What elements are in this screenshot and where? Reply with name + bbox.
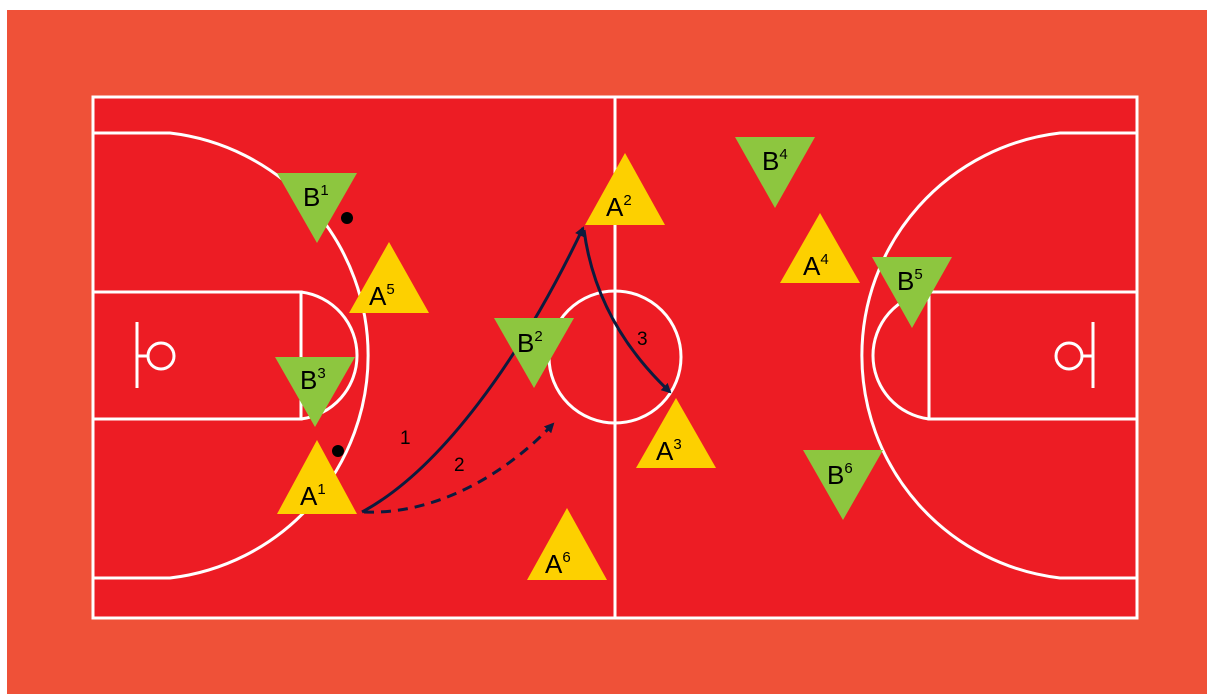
svg-text:A6: A6 [545, 549, 571, 579]
team-b-player-b5: B5 [872, 257, 952, 328]
svg-text:B4: B4 [762, 146, 788, 176]
right-three-point-arc [860, 131, 1137, 580]
team-b-player-b3: B3 [275, 357, 355, 427]
path-2-label: 2 [454, 455, 465, 476]
left-free-throw-arc [300, 290, 359, 421]
path-1-line [361, 226, 585, 514]
path-3-label: 3 [637, 329, 648, 350]
court-lines [91, 95, 1139, 620]
team-b-marker [275, 357, 355, 427]
path-2-line [363, 422, 555, 514]
svg-text:B3: B3 [300, 365, 326, 395]
team-b-marker [803, 450, 883, 520]
team-a-player-a2: A2 [585, 153, 665, 225]
svg-text:B1: B1 [303, 182, 329, 212]
team-a-player-a4: A4 [780, 213, 860, 283]
svg-text:B2: B2 [517, 328, 543, 358]
left-key [91, 290, 303, 421]
team-a-marker [277, 440, 357, 514]
svg-text:A3: A3 [656, 436, 682, 466]
team-a-marker [636, 398, 716, 468]
svg-text:A2: A2 [606, 192, 632, 222]
svg-text:A5: A5 [369, 281, 395, 311]
svg-text:B5: B5 [897, 266, 923, 296]
svg-text:B6: B6 [827, 460, 853, 490]
path-1-label: 1 [400, 428, 411, 449]
svg-text:A4: A4 [803, 251, 829, 281]
team-b-marker [494, 318, 574, 388]
team-b-player-b2: B2 [494, 318, 574, 388]
svg-text:A1: A1 [300, 481, 326, 511]
team-b-marker [277, 173, 357, 243]
left-rim [146, 341, 176, 371]
ball-marker-a1 [332, 445, 344, 457]
team-b-marker [735, 137, 815, 208]
team-a-marker [780, 213, 860, 283]
team-a-player-a5: A5 [349, 242, 429, 313]
team-a-marker [527, 508, 607, 580]
right-key [927, 290, 1139, 421]
team-b-marker [872, 257, 952, 328]
ball-marker-b1 [341, 212, 353, 224]
team-a-player-a3: A3 [636, 398, 716, 468]
left-three-point-arc [93, 131, 370, 580]
team-a-marker [349, 242, 429, 313]
team-a-marker [585, 153, 665, 225]
path-3-line [582, 229, 672, 394]
team-b-player-b6: B6 [803, 450, 883, 520]
right-rim [1054, 341, 1084, 371]
team-a-player-a1: A1 [277, 440, 357, 514]
team-b-player-b4: B4 [735, 137, 815, 208]
team-a-player-a6: A6 [527, 508, 607, 580]
movement-paths [361, 226, 672, 514]
team-b-player-b1: B1 [277, 173, 357, 243]
